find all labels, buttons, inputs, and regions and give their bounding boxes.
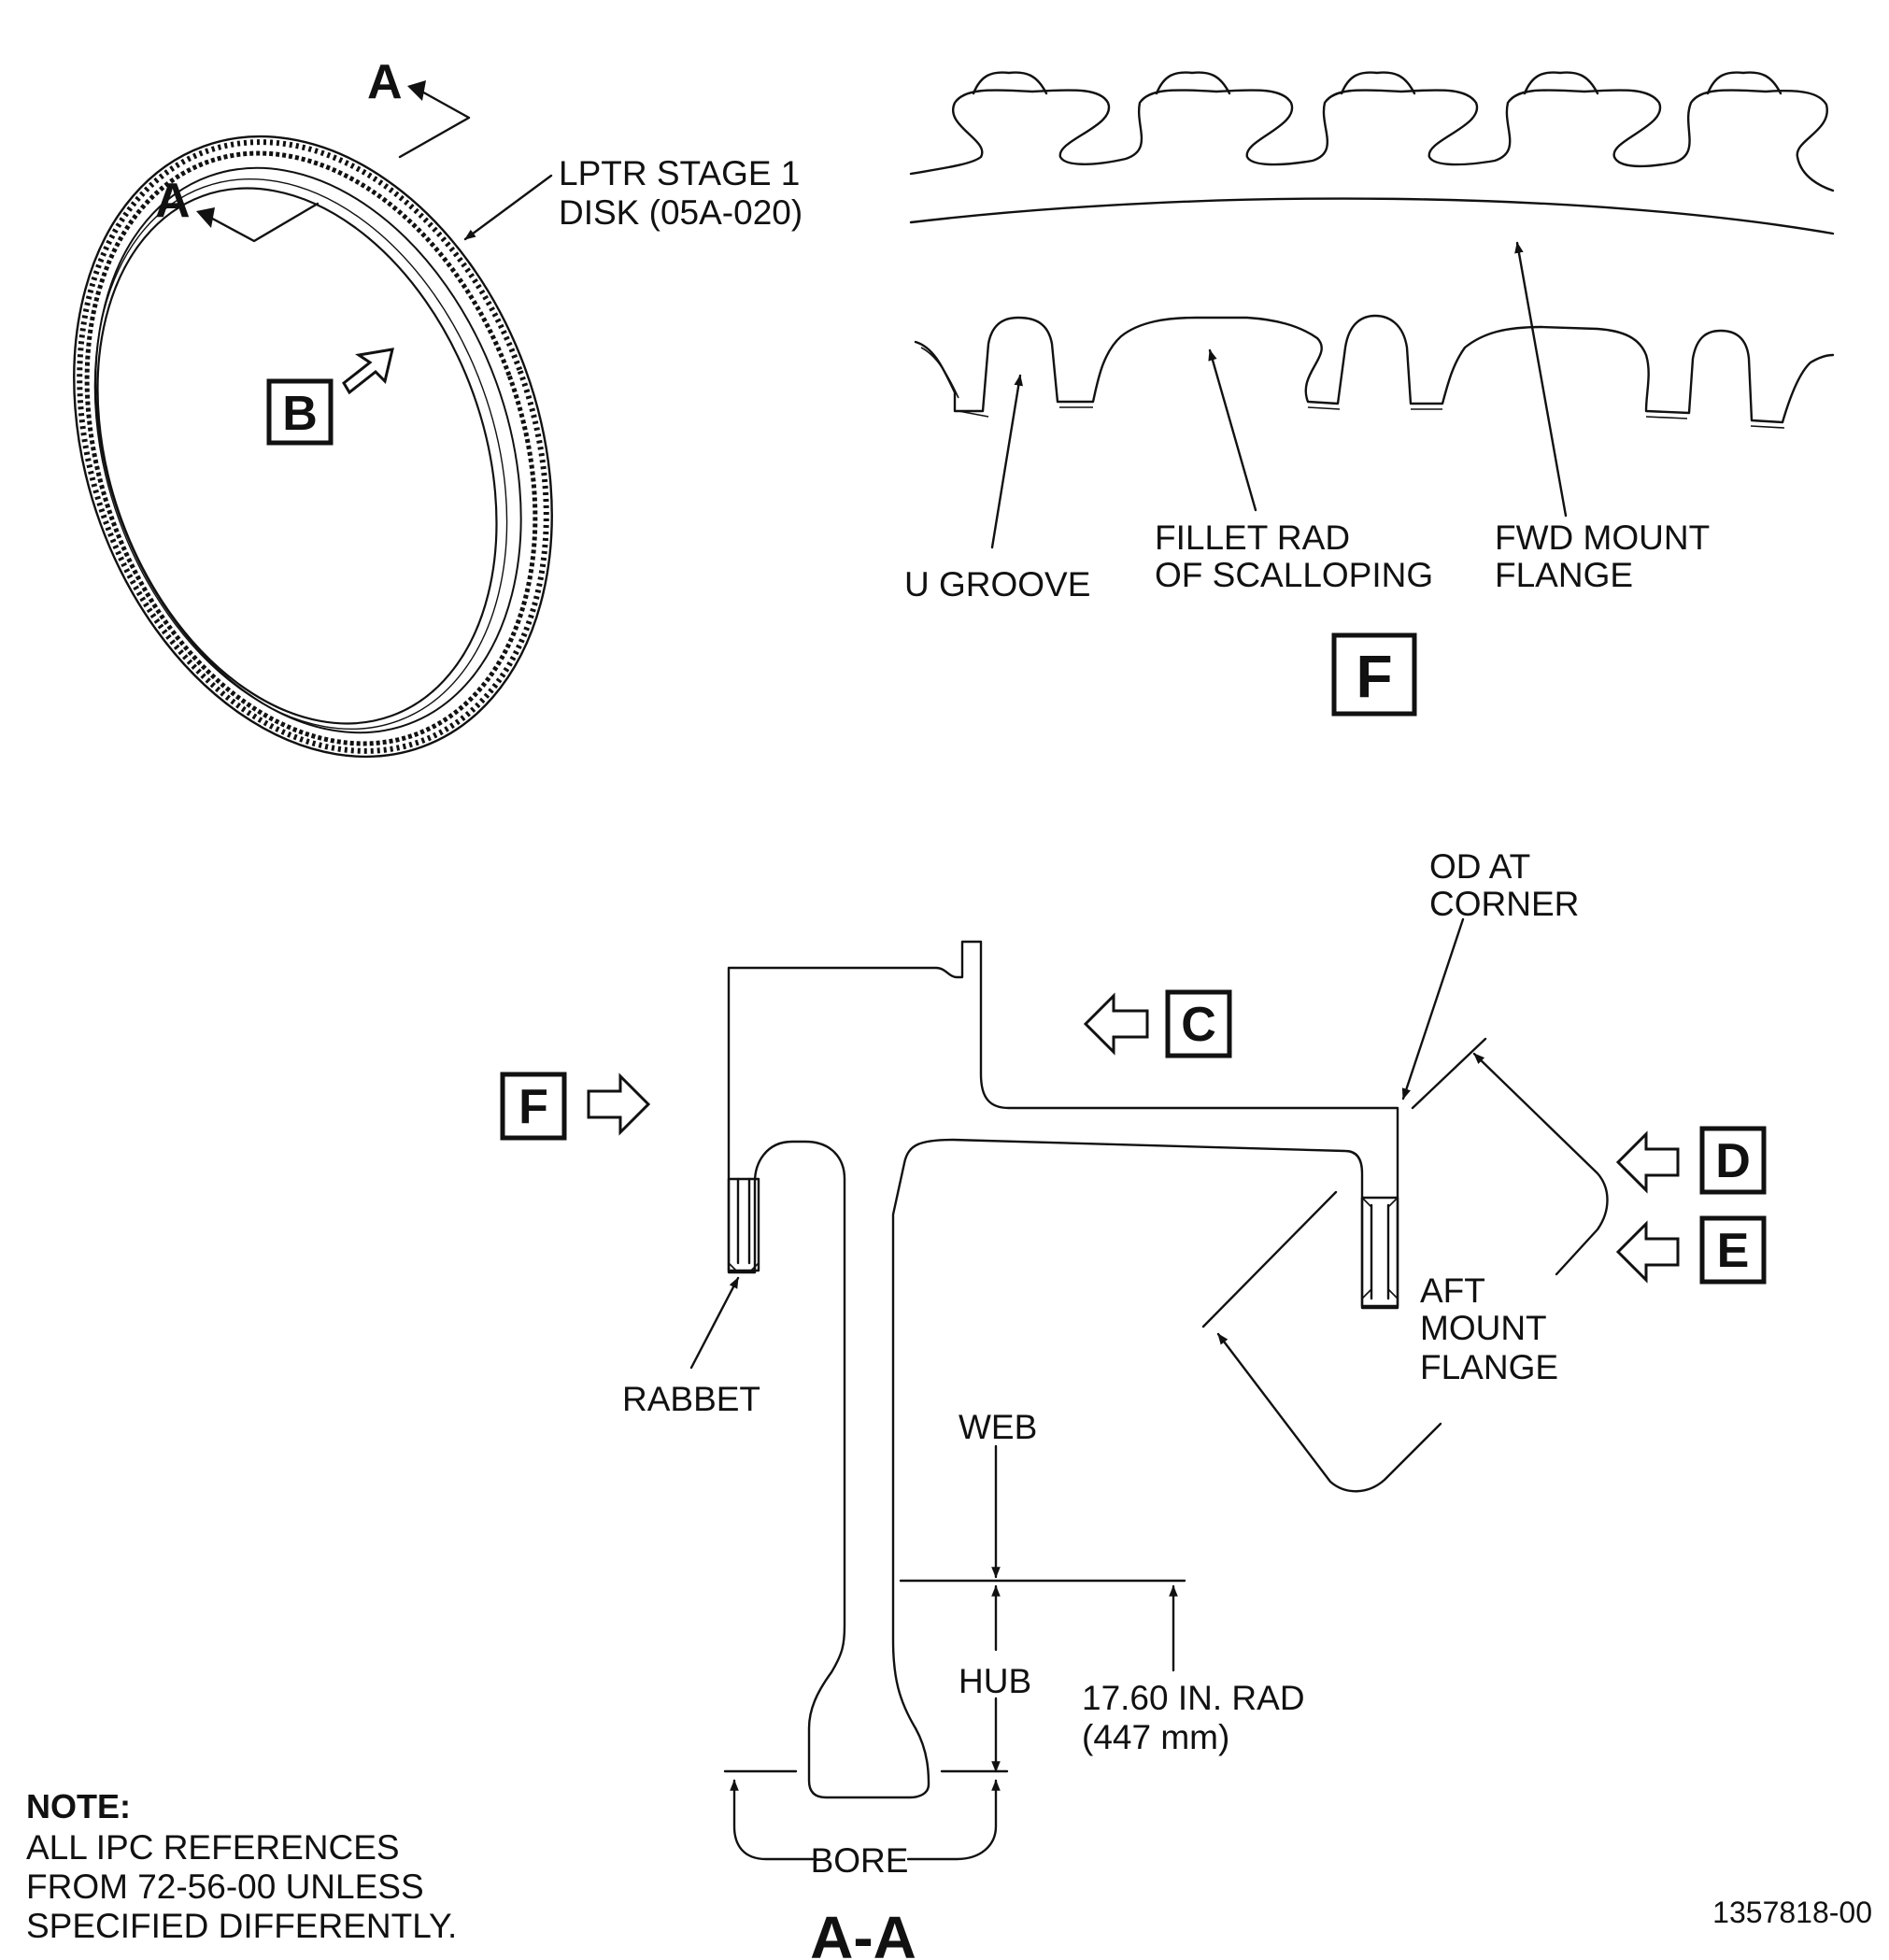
section-a-cut-marker-left: A xyxy=(155,174,320,243)
fwd-mount-label-line1: FWD MOUNT xyxy=(1495,518,1710,557)
lptr-label-line2: DISK (05A-020) xyxy=(559,193,802,232)
section-letter-a-top: A xyxy=(367,55,403,109)
svg-text:B: B xyxy=(282,387,318,441)
view-e-tag: E xyxy=(1615,1215,1767,1285)
svg-text:C: C xyxy=(1181,998,1216,1052)
fillet-label-line1: FILLET RAD xyxy=(1155,518,1350,557)
fillet-leader xyxy=(1208,348,1257,512)
svg-text:D: D xyxy=(1715,1134,1751,1188)
view-c-tag: C xyxy=(1083,989,1232,1058)
fillet-label-line2: OF SCALLOPING xyxy=(1155,556,1433,594)
svg-text:F: F xyxy=(1356,643,1392,710)
aft-mount-label-line3: FLANGE xyxy=(1420,1348,1558,1386)
fwd-mount-leader xyxy=(1514,241,1568,518)
hub-label: HUB xyxy=(959,1662,1031,1700)
web-label: WEB xyxy=(959,1408,1037,1446)
od-corner-label-line1: OD AT xyxy=(1429,847,1530,886)
fwd-mount-label-line2: FLANGE xyxy=(1495,556,1633,594)
note-line2: FROM 72-56-00 UNLESS xyxy=(26,1868,424,1906)
radius-label-line1: 17.60 IN. RAD xyxy=(1082,1679,1305,1717)
u-groove-leader xyxy=(990,374,1023,549)
bore-label: BORE xyxy=(811,1841,909,1880)
lptr-leader-line xyxy=(463,174,553,241)
aft-mount-label-line2: MOUNT xyxy=(1420,1309,1547,1347)
detail-f-tag: F xyxy=(1331,632,1417,717)
radius-label-line2: (447 mm) xyxy=(1082,1718,1229,1756)
section-aa-profile xyxy=(727,940,1399,1799)
section-letter-a-left: A xyxy=(155,174,191,228)
note-line1: ALL IPC REFERENCES xyxy=(26,1828,400,1867)
svg-text:F: F xyxy=(518,1080,548,1134)
note-heading: NOTE: xyxy=(26,1787,131,1825)
disk-isometric-view xyxy=(73,135,553,759)
aft-flange-dimension xyxy=(1201,1037,1609,1493)
figure-id: 1357818-00 xyxy=(1712,1896,1872,1929)
view-b-tag: B xyxy=(266,378,334,446)
note-line3: SPECIFIED DIFFERENTLY. xyxy=(26,1907,457,1945)
rabbet-leader xyxy=(689,1276,740,1370)
view-f-arrow-tag: F xyxy=(500,1072,651,1141)
svg-text:E: E xyxy=(1717,1224,1750,1278)
detail-f-view xyxy=(909,71,1835,429)
rabbet-label: RABBET xyxy=(622,1380,760,1418)
view-d-tag: D xyxy=(1615,1126,1767,1195)
web-hub-dimension xyxy=(899,1444,1186,1773)
section-aa-title: A-A xyxy=(810,1904,916,1960)
od-corner-leader xyxy=(1401,917,1465,1101)
od-corner-label-line2: CORNER xyxy=(1429,885,1579,923)
aft-mount-label-line1: AFT xyxy=(1420,1271,1485,1310)
view-b-arrow xyxy=(342,348,394,395)
section-a-cut-marker-top: A xyxy=(367,55,471,159)
u-groove-label: U GROOVE xyxy=(904,565,1090,604)
lptr-label-line1: LPTR STAGE 1 xyxy=(559,154,800,192)
bore-dimension xyxy=(723,1769,1009,1861)
